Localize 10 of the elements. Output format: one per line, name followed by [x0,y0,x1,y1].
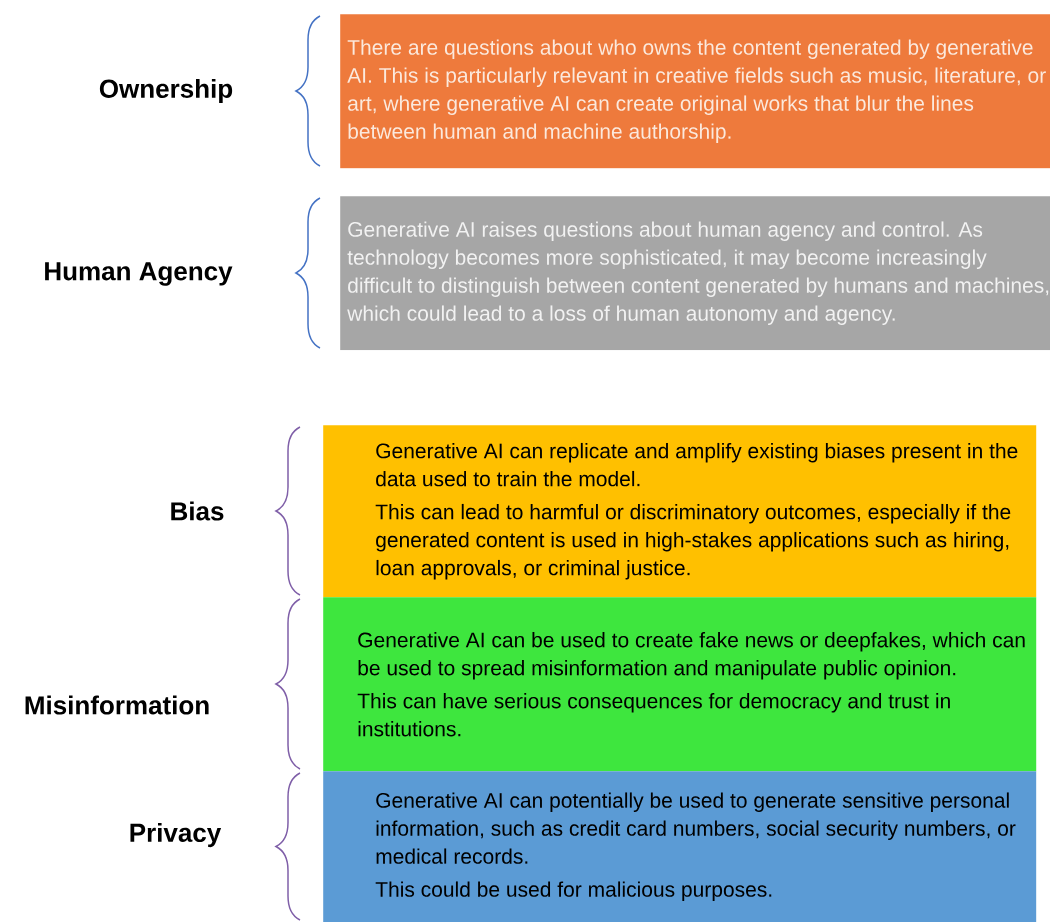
text-box: Generative AI raises questions about human agency and control. As technology becomes more sophisticated, it may become increasingly difficult to distinguish between content generated by humans and machines, which could lead to a loss of human autonomy and agency. [340,196,1050,351]
heading-label: Human Agency [45,262,233,286]
heading-label: Misinformation [25,695,209,715]
text-box: Generative AI can be used to create fake news or deepfakes, which can be used to spread misinformation and manipulate public opinion. This can have serious consequences for democracy and trust in institutions. [323,597,1037,772]
heading-label: Privacy [130,822,222,848]
heading-label: Bias [171,501,224,521]
text-box: Generative AI can potentially be used to generate sensitive personal information, such as credit card numbers, social security numbers, or medical records. This could be used for malicious purposes. [323,771,1037,922]
text-box: There are questions about who owns the content generated by generative AI. This is particularly relevant in creative fields such as music, literature, or art, where generative AI can create original works that blur the lines between human and machine authorship. [340,14,1050,169]
heading-label: Ownership [99,78,233,104]
text-box: Generative AI can replicate and amplify existing biases present in the data used to train the model. This can lead to harmful or discriminatory outcomes, especially if the generated content is used in high-stakes applications such as hiring, loan approvals, or criminal justice. [323,425,1037,598]
